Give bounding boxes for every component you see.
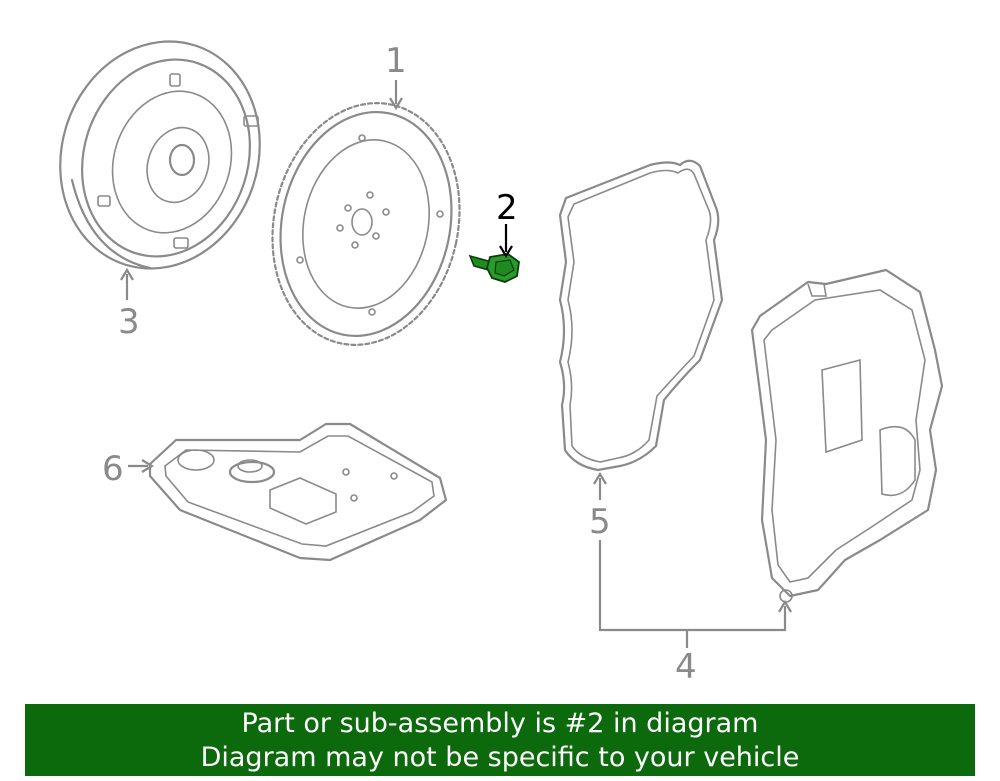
callout-1[interactable]: 1 <box>385 41 407 81</box>
flexplate-bolt[interactable] <box>468 253 520 283</box>
banner-line-1: Part or sub-assembly is #2 in diagram <box>241 708 759 739</box>
info-banner: Part or sub-assembly is #2 in diagram Di… <box>25 704 975 776</box>
leader-lines <box>120 80 792 648</box>
callout-6[interactable]: 6 <box>102 449 124 489</box>
callout-4[interactable]: 4 <box>675 647 697 687</box>
oil-pan[interactable] <box>750 268 944 603</box>
banner-line-2: Diagram may not be specific to your vehi… <box>200 742 800 773</box>
flexplate[interactable] <box>251 86 482 363</box>
parts-diagram: 1 2 3 4 5 6 <box>31 15 944 687</box>
callout-2[interactable]: 2 <box>496 188 518 228</box>
transmission-filter[interactable] <box>148 422 448 562</box>
callout-3[interactable]: 3 <box>118 302 140 342</box>
torque-converter[interactable] <box>31 15 288 294</box>
pan-gasket[interactable] <box>558 159 724 472</box>
callout-5[interactable]: 5 <box>589 502 611 542</box>
